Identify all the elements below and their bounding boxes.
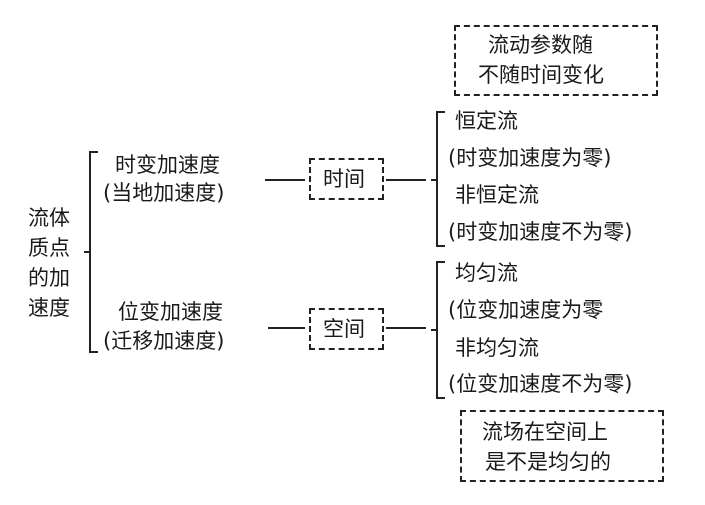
uniform-flow-desc: (位变加速度为零	[448, 298, 604, 322]
space-bracket	[431, 261, 445, 399]
time-bracket	[431, 111, 445, 247]
time-box: 时间	[309, 158, 384, 200]
steady-flow-label: 恒定流	[455, 109, 518, 133]
space-box-label: 空间	[323, 317, 365, 341]
nonuniform-flow-label: 非均匀流	[455, 336, 539, 360]
space-note-box: 流场在空间上 是不是均匀的	[460, 410, 664, 482]
unsteady-flow-desc: (时变加速度不为零)	[448, 220, 633, 244]
root-bracket	[84, 151, 98, 353]
time-box-label: 时间	[323, 167, 365, 191]
steady-flow-desc: (时变加速度为零)	[448, 146, 612, 170]
unsteady-flow-label: 非恒定流	[455, 183, 539, 207]
root-label-line3: 的加	[28, 266, 70, 290]
space-box: 空间	[309, 308, 384, 350]
local-acceleration-alias: (当地加速度)	[103, 181, 225, 205]
root-label-line1: 流体	[28, 206, 70, 230]
local-acceleration-title: 时变加速度	[115, 153, 220, 177]
root-label-line2: 质点	[28, 236, 70, 260]
space-note-line2: 是不是均匀的	[485, 450, 611, 474]
nonuniform-flow-desc: (位变加速度不为零)	[448, 372, 633, 396]
convective-acceleration-alias: (迁移加速度)	[103, 329, 225, 353]
time-note-line2: 不随时间变化	[478, 63, 604, 87]
convective-acceleration-title: 位变加速度	[118, 300, 223, 324]
root-label-line4: 速度	[28, 296, 70, 320]
time-note-line1: 流动参数随	[488, 33, 593, 57]
space-note-line1: 流场在空间上	[482, 420, 608, 444]
time-note-box: 流动参数随 不随时间变化	[454, 25, 658, 96]
uniform-flow-label: 均匀流	[455, 261, 518, 285]
